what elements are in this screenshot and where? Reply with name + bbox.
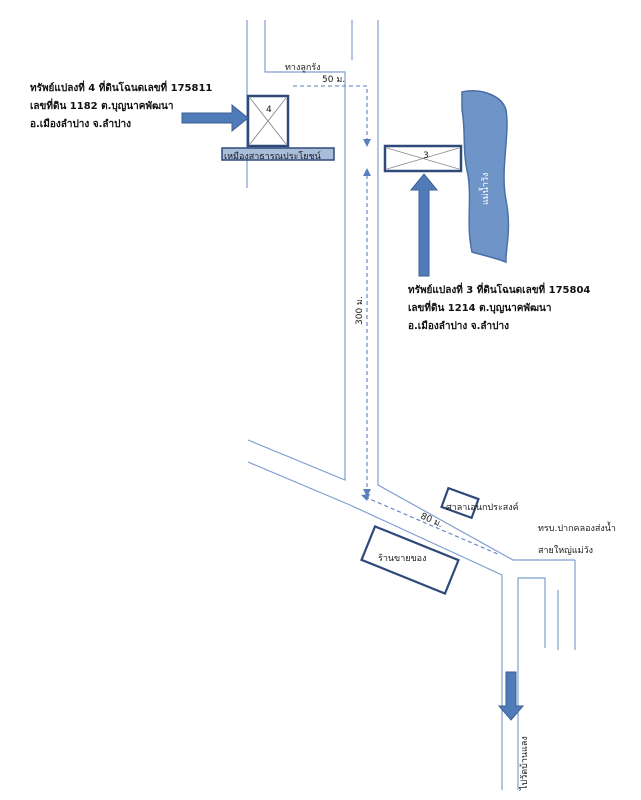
plot-4-info-line2: เลขที่ดิน 1182 ต.บุญนาคพัฒนา [30, 101, 174, 112]
dimension-300m [363, 168, 371, 497]
road-north-inner-edge [247, 20, 346, 481]
shrine-building[interactable] [440, 486, 480, 520]
dimension-80m [361, 494, 501, 556]
shop-building[interactable] [360, 525, 460, 595]
plot-4-info-line3: อ.เมืองลำปาง จ.ลำปาง [30, 119, 132, 130]
road-main-north [377, 20, 575, 561]
plot-4[interactable]: 4 [246, 94, 290, 148]
plot-4-info-line1: ทรัพย์แปลงที่ 4 ที่ดินโฉนดเลขที่ 175811 [30, 83, 213, 94]
plot-3-info: ทรัพย์แปลงที่ 3 ที่ดินโฉนดเลขที่ 175804 … [408, 282, 590, 336]
plot-4-number: 4 [266, 105, 272, 115]
plot-4-info: ทรัพย์แปลงที่ 4 ที่ดินโฉนดเลขที่ 175811 … [30, 80, 212, 134]
public-land-strip [221, 147, 335, 161]
road-north-label: ทางลูกรัง [285, 63, 321, 73]
arrow-down-icon [497, 671, 525, 721]
road-diagonal-south [247, 461, 503, 790]
distance-50m-label: 50 ม. [322, 75, 345, 85]
arrow-up-icon [409, 173, 439, 277]
shop-label: ร้านขายของ [378, 553, 426, 564]
plot-3-info-line1: ทรัพย์แปลงที่ 3 ที่ดินโฉนดเลขที่ 175804 [408, 285, 591, 296]
to-destination-label: ไปวัดบ้านแลง [519, 736, 530, 791]
police-label-line1: ทรบ.ปากคลองส่งน้ำ [538, 521, 616, 534]
public-land-label: เหมืองสาธารณประโยชน์ [224, 150, 321, 162]
plot-3-number: 3 [423, 151, 429, 161]
plot-3-info-line2: เลขที่ดิน 1214 ต.บุญนาคพัฒนา [408, 303, 552, 314]
plot-3-info-line3: อ.เมืองลำปาง จ.ลำปาง [408, 321, 510, 332]
river-label: แม่น้ำวัง [478, 173, 491, 205]
plot-3[interactable]: 3 [383, 144, 463, 173]
distance-300m-label: 300 ม. [355, 296, 365, 325]
arrow-right-icon [181, 103, 249, 133]
dimension-50m [293, 85, 371, 147]
distance-80m-label: 80 ม. [419, 512, 444, 531]
shrine-label: ศาลาเอนกประสงค์ [446, 501, 519, 513]
road-network [246, 20, 576, 790]
road-south-east-edge [517, 577, 546, 790]
river-shape [461, 90, 510, 264]
police-label-line2: สายใหญ่แม่วัง [538, 545, 593, 556]
